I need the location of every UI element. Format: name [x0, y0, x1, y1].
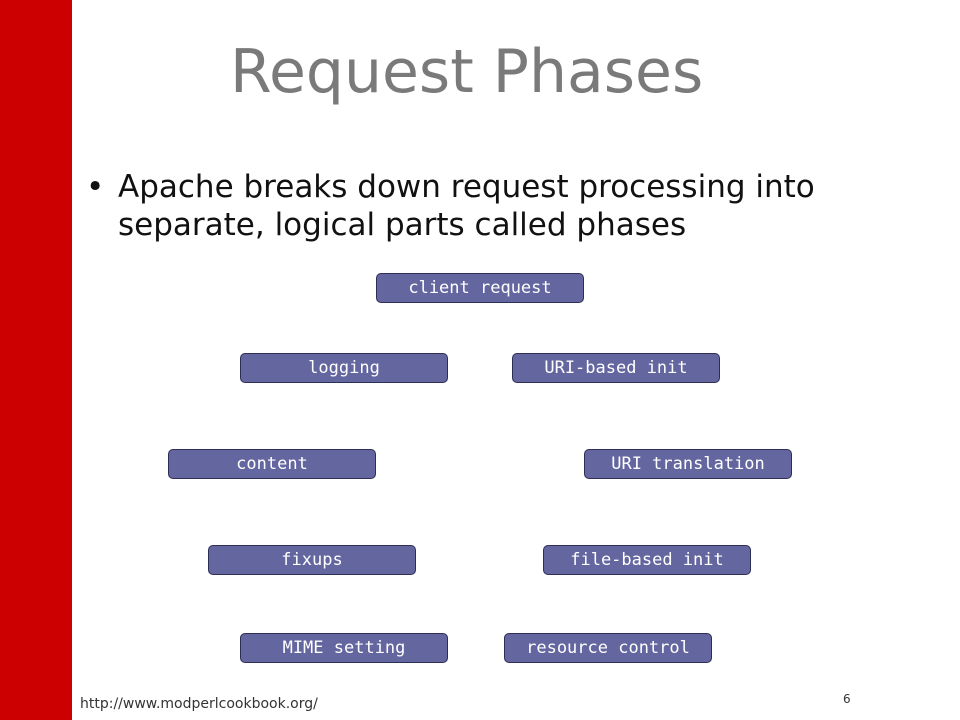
footer-url: http://www.modperlcookbook.org/ [80, 696, 318, 712]
phase-content: content [168, 449, 376, 479]
phase-uri-translation: URI translation [584, 449, 792, 479]
page-number: 6 [843, 692, 851, 706]
phase-resource-control: resource control [504, 633, 712, 663]
slide-title: Request Phases [230, 37, 704, 107]
phase-uri-based-init: URI-based init [512, 353, 720, 383]
bullet-text: Apache breaks down request processing in… [118, 169, 815, 243]
phase-mime-setting: MIME setting [240, 633, 448, 663]
phase-file-based-init: file-based init [543, 545, 751, 575]
phase-fixups: fixups [208, 545, 416, 575]
phase-logging: logging [240, 353, 448, 383]
phase-client-request: client request [376, 273, 584, 303]
accent-sidebar [0, 0, 72, 720]
bullet-point: • Apache breaks down request processing … [86, 168, 906, 244]
bullet-icon: • [86, 169, 105, 205]
